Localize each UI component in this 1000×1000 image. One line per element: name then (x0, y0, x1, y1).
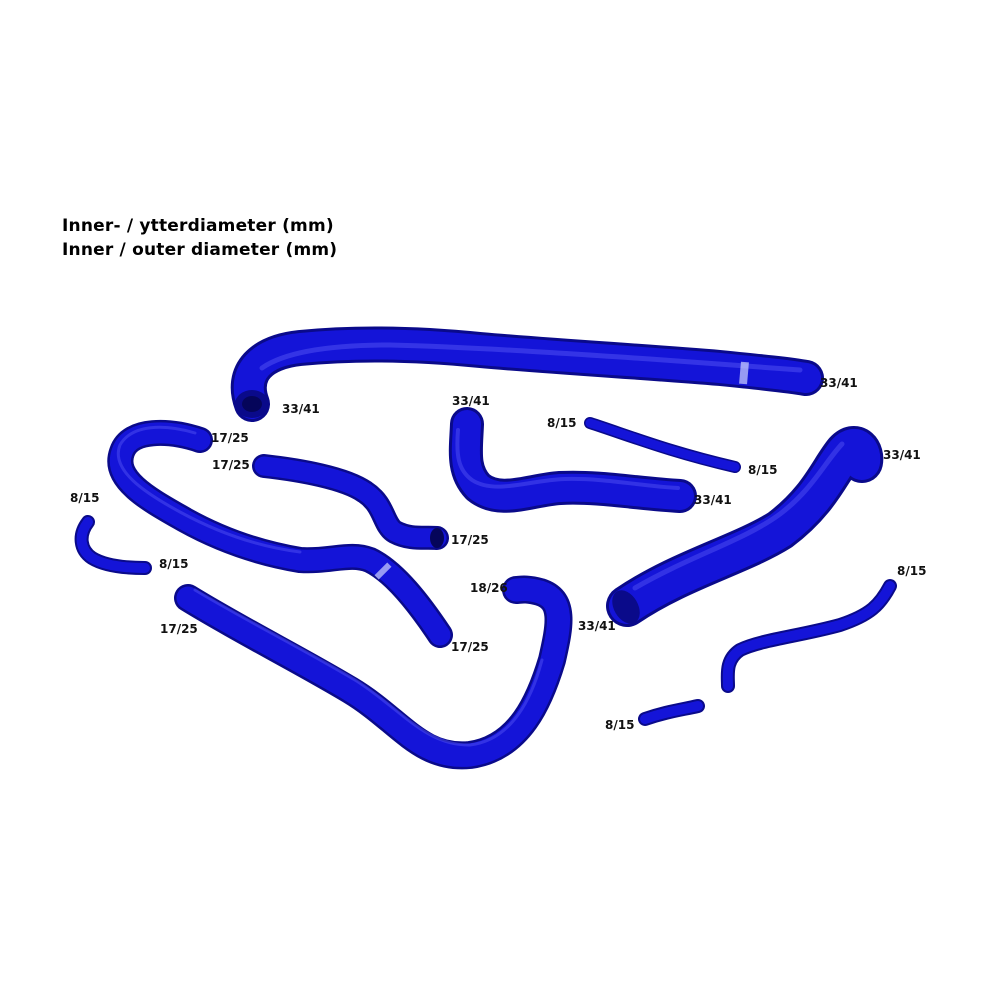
hose-bottom-curved (174, 575, 573, 770)
label-mid-hose-right: 17/25 (451, 533, 489, 547)
hose-left-small (74, 515, 152, 575)
label-long-hose-top: 17/25 (211, 431, 249, 445)
hose-u-center (448, 407, 697, 513)
label-small-top-right: 8/15 (748, 463, 777, 477)
hose-right-small (638, 579, 897, 726)
heading-line-2: Inner / outer diameter (mm) (62, 240, 338, 260)
label-bottom-hose-right: 33/41 (578, 619, 616, 633)
label-u-hose-right: 33/41 (694, 493, 732, 507)
label-top-hose-left: 33/41 (282, 402, 320, 416)
label-top-hose-right: 33/41 (820, 376, 858, 390)
label-small-top-left: 8/15 (547, 416, 576, 430)
label-bottom-hose-left: 17/25 (160, 622, 198, 636)
hose-small-top (584, 417, 741, 473)
hose-top-large (230, 326, 824, 422)
hose-right-large (606, 426, 884, 627)
label-long-hose-bottom: 17/25 (451, 640, 489, 654)
label-mid-hose-left: 17/25 (212, 458, 250, 472)
label-u-hose-top: 33/41 (452, 394, 490, 408)
label-left-small-right: 8/15 (159, 557, 188, 571)
label-right-hose-top: 33/41 (883, 448, 921, 462)
label-right-small-top: 8/15 (897, 564, 926, 578)
heading-line-1: Inner- / ytterdiameter (mm) (62, 216, 334, 236)
label-bottom-hose-top: 18/26 (470, 581, 508, 595)
hose-long-left (107, 419, 453, 648)
label-left-small-top: 8/15 (70, 491, 99, 505)
label-right-small-bottom: 8/15 (605, 718, 634, 732)
hose-middle (252, 454, 449, 550)
